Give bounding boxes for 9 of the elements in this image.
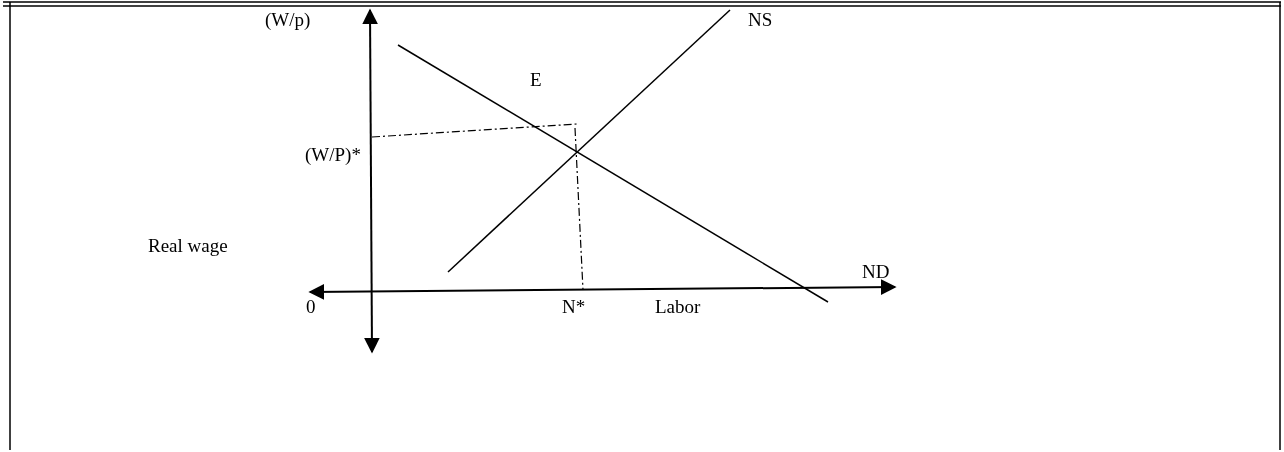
origin-label: 0 [306,297,316,316]
axis-label: (W/p) [265,10,311,29]
curve-label: ND [862,262,890,281]
axis-label: Real wage [148,236,228,255]
point-label: E [530,70,542,89]
curve-label: NS [748,10,773,29]
axis-label: Labor [655,297,701,316]
tick-label: N* [562,297,586,316]
axis-label: (W/P)* [305,145,361,164]
